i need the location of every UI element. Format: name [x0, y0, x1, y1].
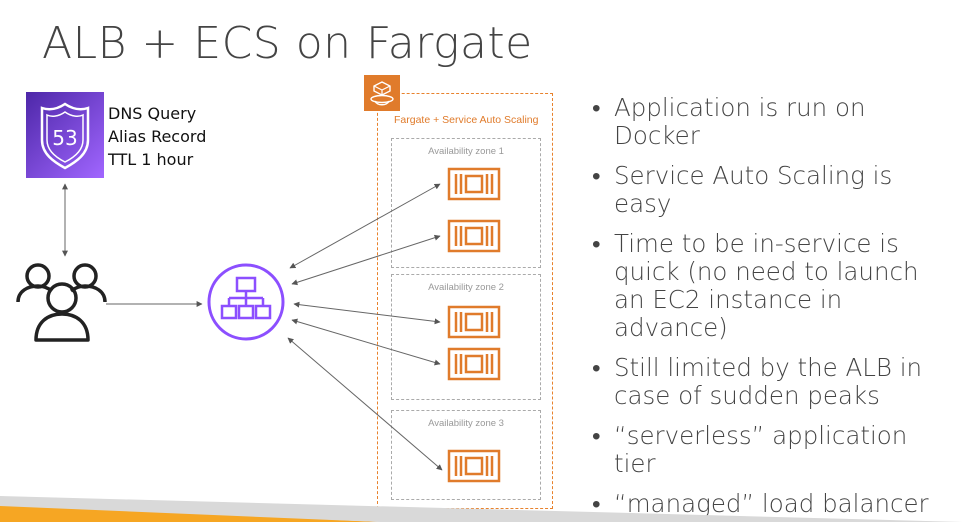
- ecs-task-icon: [447, 219, 501, 253]
- alb-task-connection: [287, 337, 443, 471]
- bullet-item: •“serverless” application tier: [592, 421, 908, 478]
- bullet-text: Time to be in-service is quick (no need …: [614, 229, 919, 342]
- bullet-item: •Application is run on Docker: [592, 93, 866, 150]
- az-label: Availability zone 3: [428, 418, 504, 429]
- bullet-item: •“managed” load balancer: [592, 489, 929, 518]
- fargate-icon: [364, 75, 400, 111]
- load-balancer-icon: [207, 263, 285, 341]
- footer-stripe: [0, 496, 963, 522]
- bullet-text: “managed” load balancer: [614, 489, 929, 518]
- fargate-group: [377, 93, 553, 509]
- dns-notes: DNS Query Alias Record TTL 1 hour: [108, 102, 206, 171]
- bullet-text: “serverless” application tier: [614, 421, 908, 478]
- dns-line: Alias Record: [108, 127, 207, 146]
- bullet-item: •Still limited by the ALB in case of sud…: [592, 353, 923, 410]
- ecs-task-icon: [447, 449, 501, 483]
- alb-task-connection: [291, 318, 441, 366]
- bullet-list: •Application is run on Docker •Service A…: [592, 94, 952, 530]
- users-icon: [16, 263, 107, 342]
- bullet-text: Service Auto Scaling is easy: [614, 161, 893, 218]
- alb-task-connection: [291, 234, 441, 286]
- alb-task-connection: [289, 183, 441, 269]
- route53-icon-label: 53: [52, 126, 77, 150]
- route53-icon: 53: [26, 92, 104, 178]
- slide-title: ALB + ECS on Fargate: [42, 18, 533, 69]
- ecs-task-icon: [447, 305, 501, 339]
- bullet-item: •Time to be in-service is quick (no need…: [592, 229, 919, 342]
- az-label: Availability zone 1: [428, 146, 504, 157]
- az-label: Availability zone 2: [428, 282, 504, 293]
- ecs-task-icon: [447, 347, 501, 381]
- bullet-text: Still limited by the ALB in case of sudd…: [614, 353, 923, 410]
- ecs-task-icon: [447, 167, 501, 201]
- alb-task-connection: [293, 301, 441, 325]
- bullet-item: •Service Auto Scaling is easy: [592, 161, 893, 218]
- fargate-label: Fargate + Service Auto Scaling: [394, 114, 539, 126]
- dns-line: TTL 1 hour: [108, 150, 194, 169]
- bullet-text: Application is run on Docker: [614, 93, 866, 150]
- dns-line: DNS Query: [108, 104, 197, 123]
